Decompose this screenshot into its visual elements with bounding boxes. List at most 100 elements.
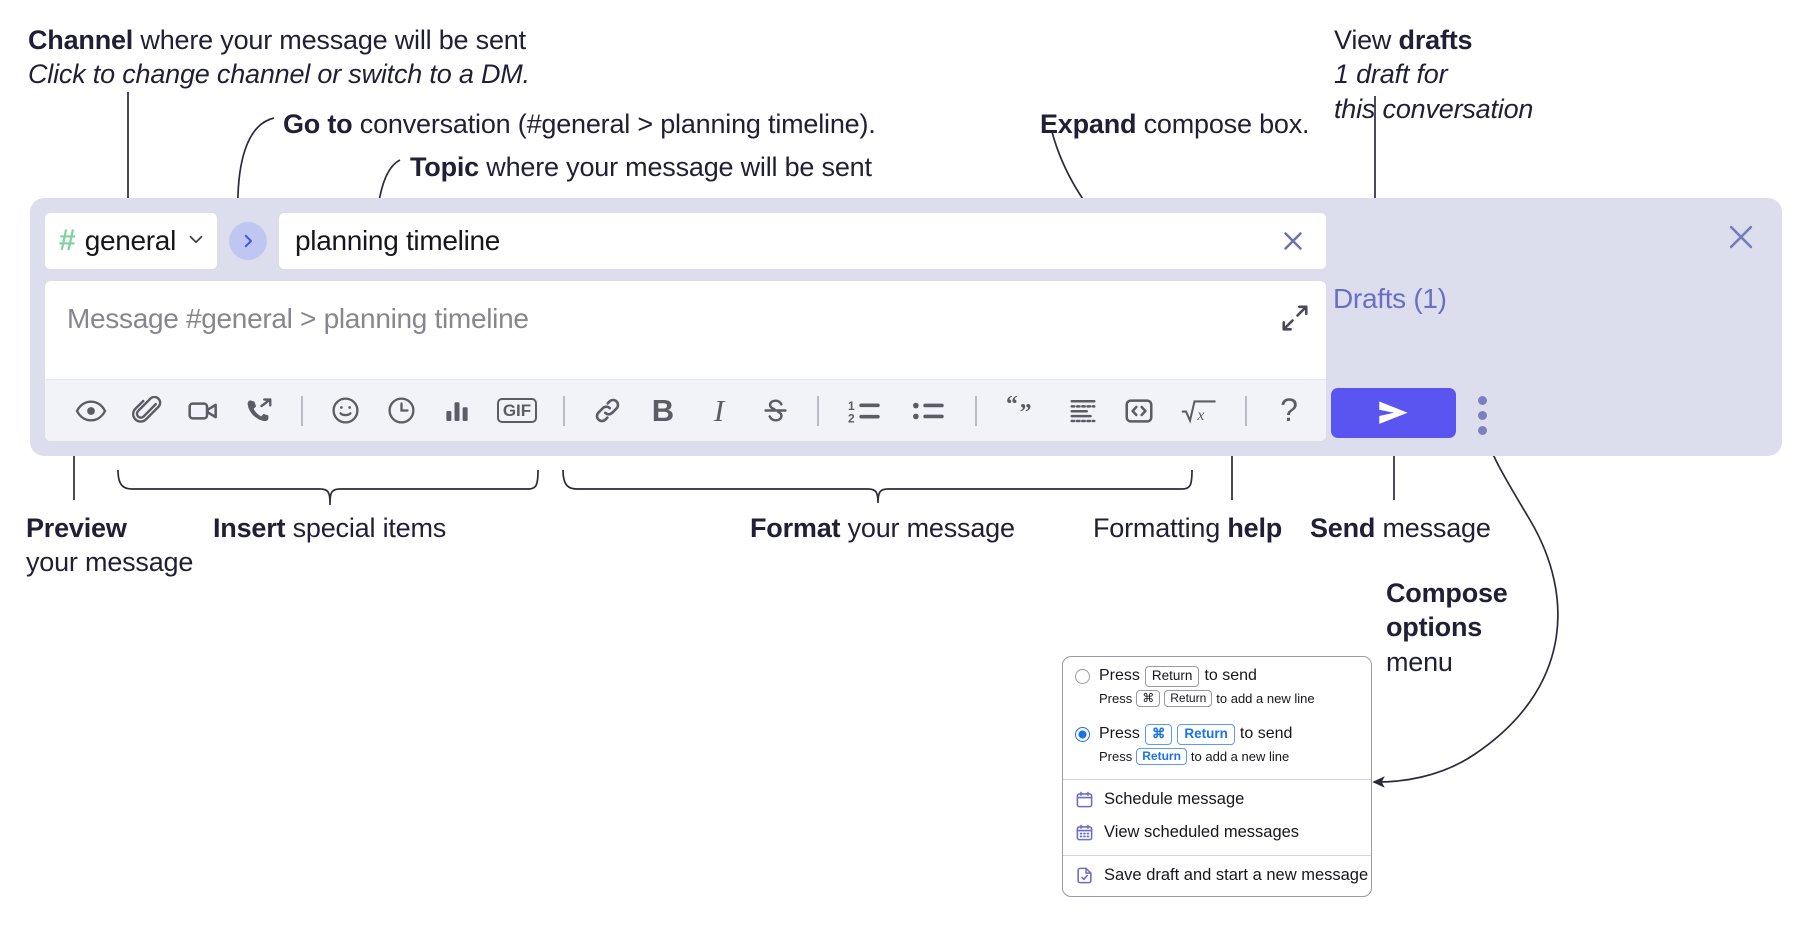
clear-topic-button[interactable] [1278,226,1308,256]
annotation-insert: Insert special items [213,511,446,545]
blockquote-icon[interactable]: “” [991,387,1055,435]
italic-icon[interactable]: I [691,387,747,435]
message-placeholder: Message #general > planning timeline [67,303,529,334]
annotation-goto-bold: Go to [283,109,353,139]
math-formula-icon[interactable]: x [1167,387,1231,435]
key-return-1: Return [1164,689,1213,707]
separator-3 [817,395,819,426]
annotation-preview-bold: Preview [26,513,127,543]
svg-text:“: “ [1006,396,1018,418]
compose-header-row: # general planning timeline [44,212,1327,270]
chevron-down-icon [185,228,207,255]
annotation-channel: Channel where your message will be sent … [28,23,530,92]
more-vertical-dot-1 [1478,396,1487,405]
video-camera-icon[interactable] [175,387,231,435]
gif-label: GIF [496,398,538,423]
channel-name-label: general [84,225,177,256]
annotation-formatting-help: Formatting help [1093,511,1282,545]
key-cmd-1: ⌘ [1136,689,1161,707]
menu-item-view-scheduled[interactable]: View scheduled messages [1063,816,1371,849]
expand-icon [1282,305,1308,331]
send-option-cmd-return-sub: Press Return to add a new line [1063,745,1371,773]
annotation-channel-rest: where your message will be sent [133,25,526,55]
option-cmd-suffix: to send [1239,725,1293,743]
calendar-grid-icon [1075,823,1094,842]
annotation-help-plain: Formatting [1093,513,1228,543]
annotation-topic: Topic where your message will be sent [410,150,872,184]
code-block-icon[interactable] [1055,387,1111,435]
sub-suffix-1: to add a new line [1216,690,1315,706]
svg-text:”: ” [1020,400,1032,426]
annotation-preview-line2: your message [26,547,194,578]
topic-value: planning timeline [295,225,501,256]
inline-code-icon[interactable] [1111,387,1167,435]
option-return-press: Press [1099,667,1140,685]
poll-bar-chart-icon[interactable] [429,387,485,435]
help-label: ? [1280,392,1298,428]
menu-item-schedule-label: Schedule message [1104,789,1245,808]
key-cmd-2: ⌘ [1144,723,1173,745]
send-option-return[interactable]: Press Return to send [1063,657,1371,687]
annotation-drafts-line2: 1 draft for [1334,59,1448,90]
bulleted-list-icon[interactable] [897,387,961,435]
strikethrough-icon[interactable] [747,387,803,435]
annotation-goto: Go to conversation (#general > planning … [283,107,876,141]
more-vertical-dot-2 [1478,411,1487,420]
radio-cmd-return[interactable] [1075,726,1090,742]
channel-selector[interactable]: # general [44,212,218,270]
gif-icon[interactable]: GIF [485,387,549,435]
annotation-send-rest: message [1375,513,1491,543]
topic-input[interactable]: planning timeline [278,212,1327,270]
compose-options-button[interactable] [1478,396,1487,435]
close-icon [1729,225,1753,249]
close-icon [1284,232,1302,250]
key-return-3: Return [1136,747,1187,765]
option-return-suffix: to send [1204,667,1257,685]
compose-inner: # general planning timeline Message #gen… [44,212,1327,442]
annotation-expand-rest: compose box. [1136,109,1310,139]
annotation-compose-options: Compose options menu [1386,576,1508,679]
emoji-smiley-icon[interactable] [317,387,373,435]
send-button[interactable] [1331,388,1456,438]
annotation-compose-line3: menu [1386,646,1453,677]
annotation-compose-bold2: options [1386,612,1483,643]
option-cmd-press: Press [1099,725,1140,743]
audio-call-icon[interactable] [231,387,287,435]
bold-icon[interactable]: B [635,387,691,435]
clock-icon[interactable] [373,387,429,435]
italic-label: I [713,392,725,428]
menu-item-save-draft[interactable]: Save draft and start a new message [1063,856,1371,896]
annotation-drafts-plain: View [1334,25,1399,55]
calendar-schedule-icon [1075,790,1094,809]
link-icon[interactable] [579,387,635,435]
annotation-help-bold: help [1227,513,1283,543]
save-draft-icon [1075,866,1094,885]
expand-compose-button[interactable] [1280,303,1310,338]
annotation-goto-rest: conversation (#general > planning timeli… [352,109,876,139]
separator-4 [975,395,977,426]
menu-item-schedule-message[interactable]: Schedule message [1063,780,1371,816]
preview-icon[interactable] [63,387,119,435]
radio-return[interactable] [1075,669,1090,684]
annotation-channel-sub: Click to change channel or switch to a D… [28,59,530,90]
menu-item-view-scheduled-label: View scheduled messages [1104,822,1300,841]
compose-options-menu: Press Return to send Press ⌘ Return to a… [1062,656,1372,897]
send-option-cmd-return[interactable]: Press ⌘ Return to send [1063,715,1371,745]
message-input-box[interactable]: Message #general > planning timeline [44,280,1327,442]
menu-divider-1 [1063,778,1371,780]
separator-2 [563,395,565,426]
annotation-compose-bold1: Compose [1386,578,1508,608]
formatting-help-icon[interactable]: ? [1261,387,1317,435]
annotation-drafts: View drafts 1 draft for this conversatio… [1334,23,1533,126]
formatting-toolbar: GIF B I [45,379,1326,441]
send-option-return-sub: Press ⌘ Return to add a new line [1063,687,1371,715]
close-panel-button[interactable] [1724,220,1758,259]
goto-conversation-button[interactable] [229,222,267,260]
annotation-format: Format your message [750,511,1015,545]
more-vertical-dot-3 [1478,426,1487,435]
annotation-preview: Preview your message [26,511,193,580]
attachment-paperclip-icon[interactable] [119,387,175,435]
chevron-right-icon [244,234,252,248]
drafts-link[interactable]: Drafts (1) [1333,283,1447,314]
